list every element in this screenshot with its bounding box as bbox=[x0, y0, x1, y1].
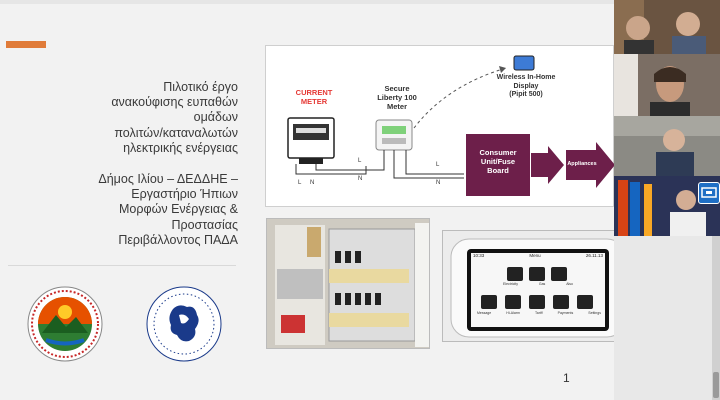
slide-divider bbox=[8, 265, 236, 266]
wireless-line1: Wireless In-Home bbox=[496, 74, 556, 81]
wire-n-label-3: N bbox=[436, 180, 441, 186]
accent-bar bbox=[6, 41, 46, 48]
empty-tile-area bbox=[614, 236, 720, 400]
wireless-display-label: Wireless In-Home Display (Pipit 500) bbox=[478, 74, 574, 100]
participant-video-1 bbox=[614, 0, 720, 54]
energy-lab-logo bbox=[27, 286, 103, 362]
screen-share-icon bbox=[701, 187, 717, 198]
wire-n-label-2: N bbox=[358, 176, 363, 182]
participant-video-3 bbox=[614, 116, 720, 176]
page-number: 1 bbox=[563, 371, 570, 385]
diagram-graphics bbox=[287, 55, 615, 196]
slide-subtitle: Δήμος Ιλίου – ΔΕΔΔΗΕ – Εργαστήριο Ήπιων … bbox=[28, 172, 238, 248]
wire-l-label-2: L bbox=[358, 158, 362, 164]
display-row1-item: Gas bbox=[538, 282, 546, 286]
display-row2-item: Message bbox=[477, 311, 492, 315]
secure-meter-label: Secure Liberty 100 Meter bbox=[362, 84, 432, 111]
slide-title-text: Πιλοτικό έργο ανακούφισης ευπαθών ομάδων… bbox=[111, 80, 238, 155]
current-meter-label: CURRENT METER bbox=[286, 88, 342, 106]
smart-meter-diagram: CURRENT METER Secure Liberty 100 Meter W… bbox=[265, 45, 615, 207]
secure-meter-line3: Meter bbox=[386, 102, 407, 111]
slide-subtitle-text: Δήμος Ιλίου – ΔΕΔΔΗΕ – Εργαστήριο Ήπιων … bbox=[98, 172, 238, 247]
university-west-attica-logo bbox=[146, 286, 222, 362]
participant-video-tile[interactable] bbox=[614, 0, 720, 54]
consumer-unit-line1: Consumer bbox=[479, 148, 517, 157]
consumer-unit-label: Consumer Unit/Fuse Board bbox=[466, 148, 530, 175]
in-home-display-graphic bbox=[450, 238, 626, 338]
display-row2: Message Hi-Alarm Tariff Payments Setting… bbox=[477, 311, 601, 315]
display-row2-item: Hi-Alarm bbox=[506, 311, 520, 315]
video-participants-panel bbox=[614, 0, 720, 400]
presentation-slide: Πιλοτικό έργο ανακούφισης ευπαθών ομάδων… bbox=[0, 0, 632, 400]
participant-video-2 bbox=[614, 54, 720, 116]
wire-l-label: L bbox=[298, 180, 302, 186]
display-row1: Electricity Gas Also bbox=[503, 282, 573, 286]
wire-n-label: N bbox=[310, 180, 315, 186]
display-date: 26.11.13 bbox=[585, 253, 603, 258]
consumer-unit-line2: Unit/Fuse bbox=[480, 157, 516, 166]
participant-video-tile[interactable] bbox=[614, 54, 720, 116]
panel-scrollbar[interactable] bbox=[712, 236, 720, 400]
panel-scroll-thumb[interactable] bbox=[713, 372, 719, 398]
wireless-line3: (Pipit 500) bbox=[509, 91, 543, 98]
appliances-label: Appliances bbox=[567, 161, 597, 167]
secure-meter-line1: Secure bbox=[384, 84, 410, 93]
secure-meter-line2: Liberty 100 bbox=[377, 93, 417, 102]
display-time: 10:33 bbox=[473, 253, 485, 258]
display-row2-item: Payments bbox=[557, 311, 574, 315]
display-menu: Menu bbox=[529, 253, 541, 258]
fuse-box-photo bbox=[266, 218, 430, 349]
fuse-box-graphic bbox=[267, 219, 429, 348]
display-row1-item: Electricity bbox=[503, 282, 518, 286]
slide-top-bar bbox=[0, 0, 614, 4]
display-header: 10:33 Menu 26.11.13 bbox=[473, 253, 603, 258]
participant-video-tile[interactable] bbox=[614, 116, 720, 176]
display-row2-item: Tariff bbox=[535, 311, 543, 315]
display-row2-item: Settings bbox=[588, 311, 601, 315]
slide-title: Πιλοτικό έργο ανακούφισης ευπαθών ομάδων… bbox=[28, 80, 238, 156]
wireless-line2: Display bbox=[513, 82, 539, 90]
consumer-unit-line3: Board bbox=[487, 166, 509, 175]
in-home-display-photo: 10:33 Menu 26.11.13 Electricity Gas Also… bbox=[442, 230, 632, 342]
display-row1-item: Also bbox=[566, 282, 573, 286]
wire-l-label-3: L bbox=[436, 162, 440, 168]
screen-share-button[interactable] bbox=[698, 182, 720, 204]
current-meter-line2: METER bbox=[300, 97, 328, 106]
current-meter-line1: CURRENT bbox=[295, 88, 333, 97]
